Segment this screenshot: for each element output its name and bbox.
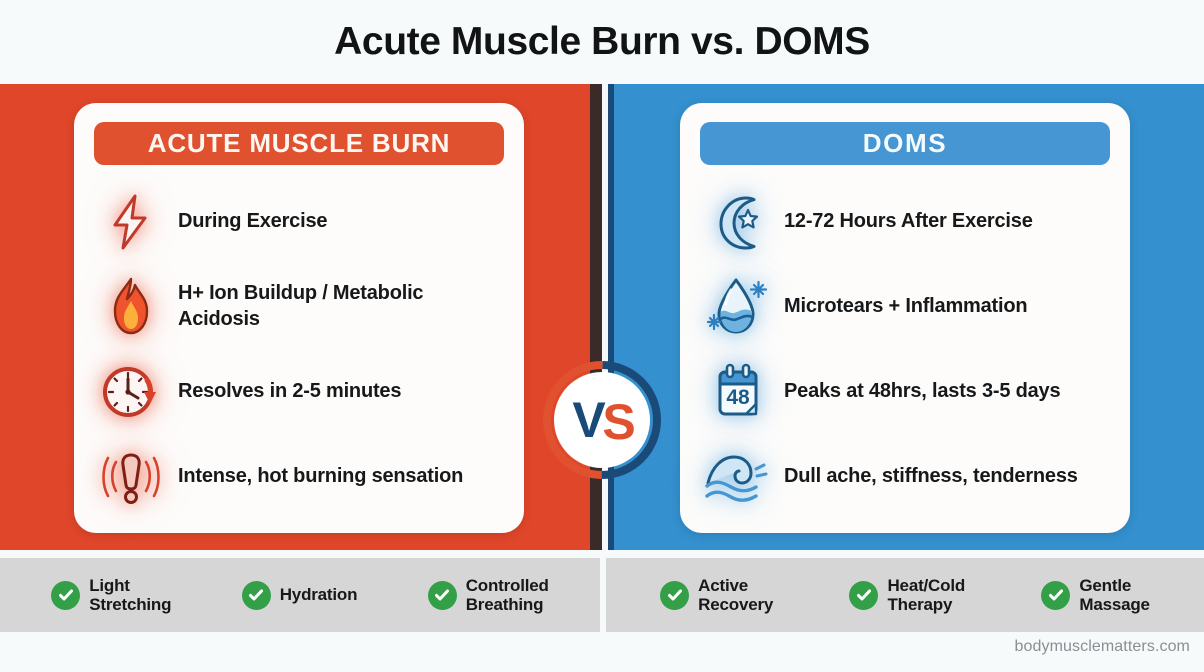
footer-tips-left: Light Stretching Hydration Controlled Br…	[0, 558, 600, 632]
check-circle-icon	[427, 580, 457, 610]
check-circle-icon	[241, 580, 271, 610]
feature-row: Intense, hot burning sensation	[90, 434, 508, 519]
tip-item: Light Stretching	[51, 576, 171, 615]
tip-item: Gentle Massage	[1041, 575, 1150, 615]
lightning-bolt-icon	[90, 186, 172, 258]
feature-label: During Exercise	[178, 209, 328, 232]
feature-row: During Exercise	[90, 179, 508, 264]
badge-label-left: ACUTE MUSCLE BURN	[147, 128, 451, 158]
calendar-number: 48	[726, 386, 750, 409]
feature-label: 12-72 Hours After Exercise	[784, 209, 1033, 232]
page-title: Acute Muscle Burn vs. DOMS	[334, 20, 870, 63]
feature-row: Dull ache, stiffness, tenderness	[696, 434, 1114, 519]
card-doms: DOMS 12-72 Hours After Exercise	[680, 103, 1130, 533]
feature-row: 12-72 Hours After Exercise	[696, 179, 1114, 264]
moon-star-icon	[696, 186, 778, 258]
feature-row: H+ Ion Buildup / Metabolic Acidosis	[90, 264, 508, 349]
feature-list-right: 12-72 Hours After Exercise	[680, 179, 1130, 519]
badge-doms: DOMS	[700, 122, 1110, 165]
check-circle-icon	[660, 580, 690, 610]
check-circle-icon	[1041, 580, 1071, 610]
tip-item: Active Recovery	[660, 576, 773, 615]
feature-label: Resolves in 2-5 minutes	[178, 379, 402, 402]
feature-label: Dull ache, stiffness, tenderness	[784, 464, 1078, 487]
feature-list-left: During Exercise H+ Ion Buildup / Metabol…	[74, 179, 524, 519]
footer-tips-right: Active Recovery Heat/Cold Therapy Gentle…	[606, 558, 1204, 632]
vs-letter-v: V	[572, 392, 606, 448]
tip-label: Gentle Massage	[1079, 575, 1150, 614]
title-bar: Acute Muscle Burn vs. DOMS	[0, 0, 1204, 84]
feature-row: 48 Peaks at 48hrs, lasts 3-5 days	[696, 349, 1114, 434]
tip-label: Hydration	[279, 585, 358, 605]
card-acute-muscle-burn: ACUTE MUSCLE BURN During Exercise	[74, 103, 524, 533]
feature-row: Microtears + Inflammation	[696, 264, 1114, 349]
tip-item: Hydration	[241, 580, 358, 610]
watermark: bodymusclematters.com	[1014, 638, 1190, 655]
badge-label-right: DOMS	[862, 128, 948, 158]
footer-tips-row: Light Stretching Hydration Controlled Br…	[0, 558, 1204, 632]
feature-label: Peaks at 48hrs, lasts 3-5 days	[784, 379, 1061, 402]
check-circle-icon	[849, 580, 879, 610]
feature-label: Intense, hot burning sensation	[178, 464, 464, 487]
feature-label: H+ Ion Buildup / Metabolic Acidosis	[178, 282, 424, 330]
tip-item: Controlled Breathing	[427, 575, 549, 615]
flame-icon	[90, 271, 172, 343]
calendar-48-icon: 48	[696, 356, 778, 428]
footer-separator	[600, 558, 606, 632]
tip-label: Light Stretching	[89, 575, 172, 614]
tip-item: Heat/Cold Therapy	[849, 576, 965, 615]
feature-row: Resolves in 2-5 minutes	[90, 349, 508, 434]
tip-label: Active Recovery	[698, 575, 774, 614]
vs-badge: V S	[543, 361, 661, 479]
tip-label: Heat/Cold Therapy	[887, 575, 966, 614]
badge-acute-muscle-burn: ACUTE MUSCLE BURN	[94, 122, 504, 165]
divider-white-gap	[602, 84, 608, 550]
wave-icon	[696, 441, 778, 513]
exclamation-vibration-icon	[90, 441, 172, 513]
water-drop-icon	[696, 271, 778, 343]
divider-dark-strip	[590, 84, 602, 550]
vs-letter-s: S	[602, 394, 635, 450]
divider-navy-strip	[608, 84, 616, 550]
comparison-panels: ACUTE MUSCLE BURN During Exercise	[0, 84, 1204, 550]
feature-label: Microtears + Inflammation	[784, 294, 1028, 317]
check-circle-icon	[51, 580, 81, 610]
clock-arrow-icon	[90, 356, 172, 428]
tip-label: Controlled Breathing	[465, 575, 549, 614]
